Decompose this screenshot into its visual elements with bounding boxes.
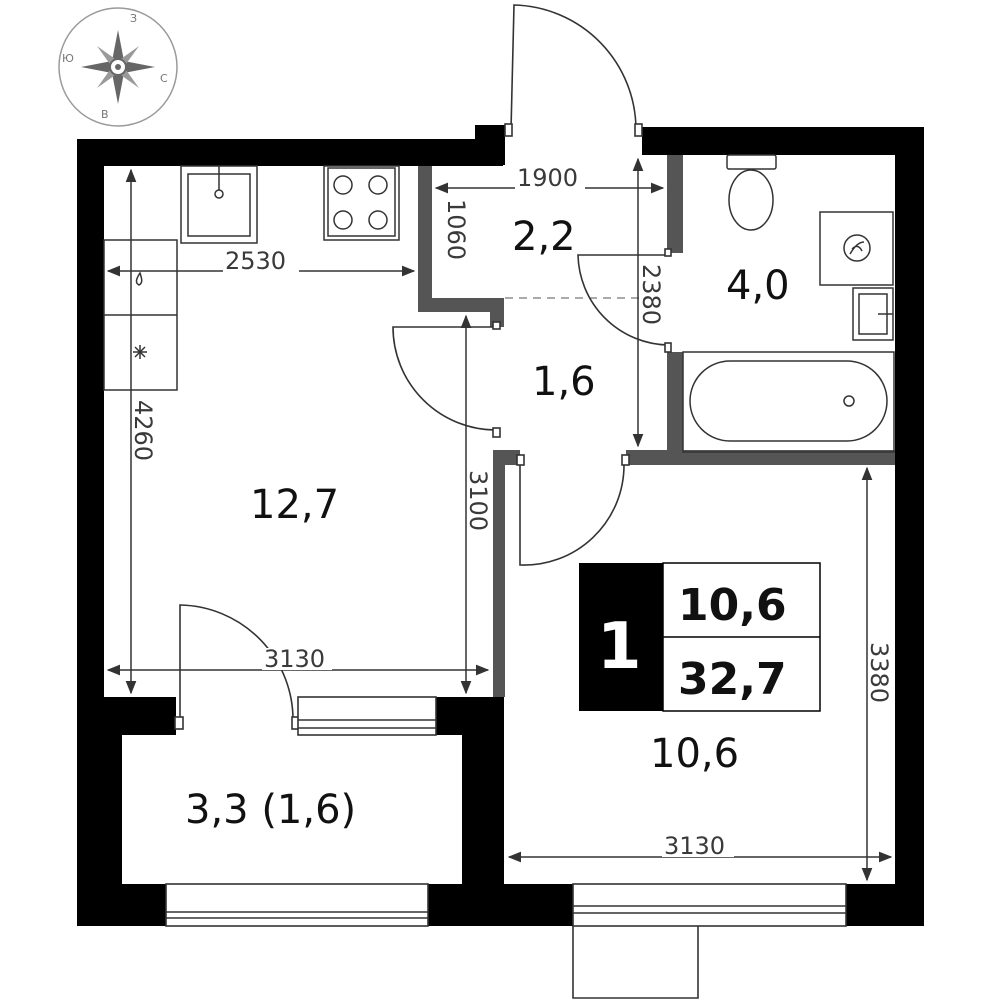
living-room-window-icon	[297, 696, 437, 736]
total-area-label: 32,7	[678, 654, 787, 705]
compass-east-label: С	[160, 72, 168, 85]
washbasin-icon	[852, 287, 894, 341]
water-heater-icon	[135, 271, 143, 286]
compass-west-label: Ю	[62, 52, 74, 65]
kitchen-cabinets	[103, 239, 178, 391]
kitchen-sink-icon	[180, 165, 258, 244]
doors	[174, 4, 672, 730]
living-room-door-icon	[392, 321, 501, 438]
bathroom-depth-label: 2380	[637, 264, 665, 325]
hall-depth-label: 1060	[442, 199, 470, 260]
kitchen-width-label: 2530	[225, 247, 286, 275]
exterior-walls	[77, 125, 924, 926]
stove-icon	[323, 165, 400, 241]
corridor-height-label: 3100	[464, 470, 492, 531]
living-height-label: 4260	[129, 400, 157, 461]
hall-width-label: 1900	[517, 164, 578, 192]
bathroom-fixtures	[682, 154, 895, 453]
hall-area-label: 2,2	[512, 214, 576, 260]
bathtub-icon	[682, 351, 895, 453]
compass-rose-icon: З С В Ю	[58, 7, 178, 127]
living-room-area-label: 12,7	[250, 482, 339, 528]
bathroom-door-icon	[577, 248, 672, 353]
kitchen-fixtures	[103, 165, 400, 391]
apartment-badge: 1 10,6 32,7	[579, 562, 821, 712]
bedroom-width-label: 3130	[664, 832, 725, 860]
compass-south-label: В	[101, 108, 109, 121]
interior-partitions	[418, 155, 895, 697]
compass-north-label: З	[130, 12, 137, 25]
bedroom-window-icon	[572, 883, 847, 927]
toilet-icon	[726, 154, 777, 231]
bedroom-area-label: 10,6	[650, 731, 739, 777]
snowflake-icon	[133, 345, 147, 359]
bedroom-door-icon	[516, 454, 630, 566]
windows	[165, 696, 847, 999]
living-width-label: 3130	[264, 645, 325, 673]
room-area-labels: 12,7 2,2 1,6 4,0 10,6 3,3 (1,6)	[185, 214, 790, 833]
bedroom-height-label: 3380	[865, 642, 893, 703]
washing-machine-icon	[819, 211, 894, 286]
dimension-lines	[106, 157, 893, 882]
entrance-door-icon	[504, 4, 643, 137]
dimension-labels: 2530 1900 1060 2380 4260 3100 3130 3380 …	[129, 164, 893, 860]
balcony-area-label: 3,3 (1,6)	[185, 787, 356, 833]
balcony-window-icon	[165, 883, 429, 927]
living-area-label: 10,6	[678, 580, 787, 631]
bedroom-ac-unit-icon	[572, 926, 699, 999]
corridor-area-label: 1,6	[532, 359, 596, 405]
bathroom-area-label: 4,0	[726, 263, 790, 309]
rooms-count-label: 1	[597, 610, 642, 684]
